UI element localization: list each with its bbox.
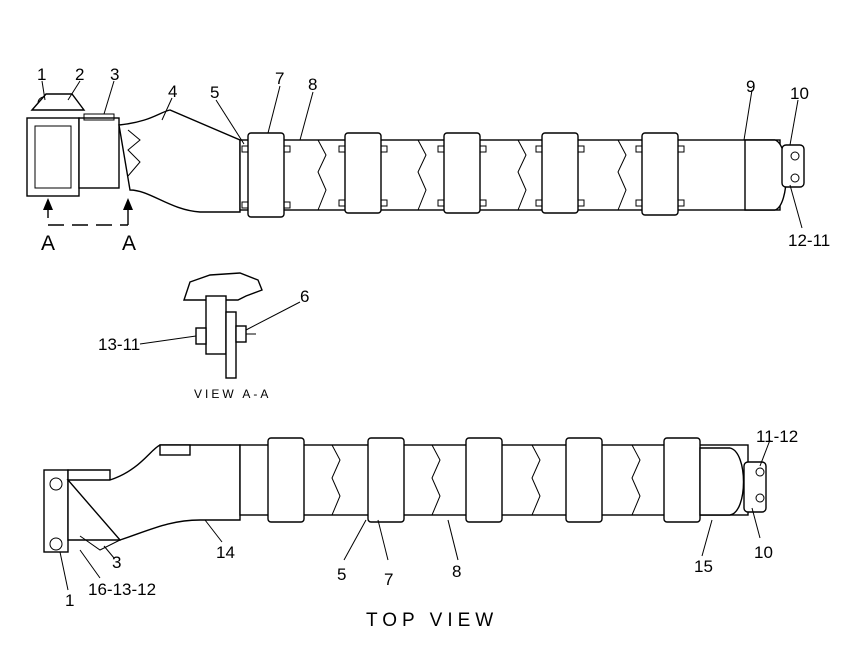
label-9: 9 — [746, 77, 755, 96]
side-view-assembly — [26, 93, 805, 218]
label-8: 8 — [308, 75, 317, 94]
clamp-4 — [541, 132, 579, 214]
label-10: 10 — [790, 84, 809, 103]
top-view-assembly — [43, 437, 767, 553]
tv-tab — [159, 444, 191, 456]
tv-flange — [43, 469, 69, 553]
end-cap — [744, 139, 787, 211]
flange-cap — [30, 93, 86, 111]
label-5: 5 — [210, 83, 219, 102]
section-marker-right: A — [122, 232, 136, 255]
label-1-b: 1 — [65, 591, 74, 610]
elbow-pipe — [118, 109, 241, 213]
detail-nut-left — [195, 327, 207, 345]
view-title: TOP VIEW — [366, 610, 498, 631]
clamp-3 — [443, 132, 481, 214]
label-4: 4 — [168, 82, 177, 101]
view-caption: VIEW A-A — [194, 387, 271, 401]
detail-bracket — [205, 295, 227, 355]
label-11-12: 11-12 — [756, 427, 798, 446]
view-a-a-detail — [139, 272, 301, 379]
label-2: 2 — [75, 65, 84, 84]
label-5-b: 5 — [337, 565, 346, 584]
label-16-13-12: 16-13-12 — [88, 580, 156, 599]
label-1: 1 — [37, 65, 46, 84]
clamp-5 — [641, 132, 679, 216]
top-labels: 1 2 3 4 5 7 8 9 10 12-11 — [37, 65, 830, 250]
leaders-top — [41, 80, 803, 229]
label-3-b: 3 — [112, 553, 121, 572]
clamp-1 — [247, 132, 285, 218]
label-15: 15 — [694, 557, 713, 576]
detail-top — [183, 272, 263, 301]
label-6: 6 — [300, 287, 309, 306]
detail-plate — [225, 311, 237, 379]
end-fitting — [781, 144, 805, 188]
label-13-11: 13-11 — [98, 335, 140, 354]
detail-nut-right — [235, 325, 247, 343]
flange-inner — [34, 125, 72, 189]
label-10-b: 10 — [754, 543, 773, 562]
section-arrows — [43, 198, 133, 226]
label-14: 14 — [216, 543, 235, 562]
break-line — [127, 129, 141, 177]
flange-neck — [78, 117, 120, 189]
pipe-straight — [239, 139, 781, 211]
label-7-b: 7 — [384, 570, 393, 589]
label-12-11: 12-11 — [788, 231, 830, 250]
clamp-2 — [344, 132, 382, 214]
label-8-b: 8 — [452, 562, 461, 581]
tv-elbow — [66, 444, 241, 541]
leaders-bottom — [59, 439, 771, 591]
flange-plate — [26, 117, 80, 197]
label-7: 7 — [275, 69, 284, 88]
bottom-labels: 11-12 10 15 8 7 5 14 3 16-13-12 1 — [65, 427, 798, 610]
label-3: 3 — [110, 65, 119, 84]
section-marker-left: A — [41, 232, 55, 255]
bracket — [83, 113, 115, 121]
